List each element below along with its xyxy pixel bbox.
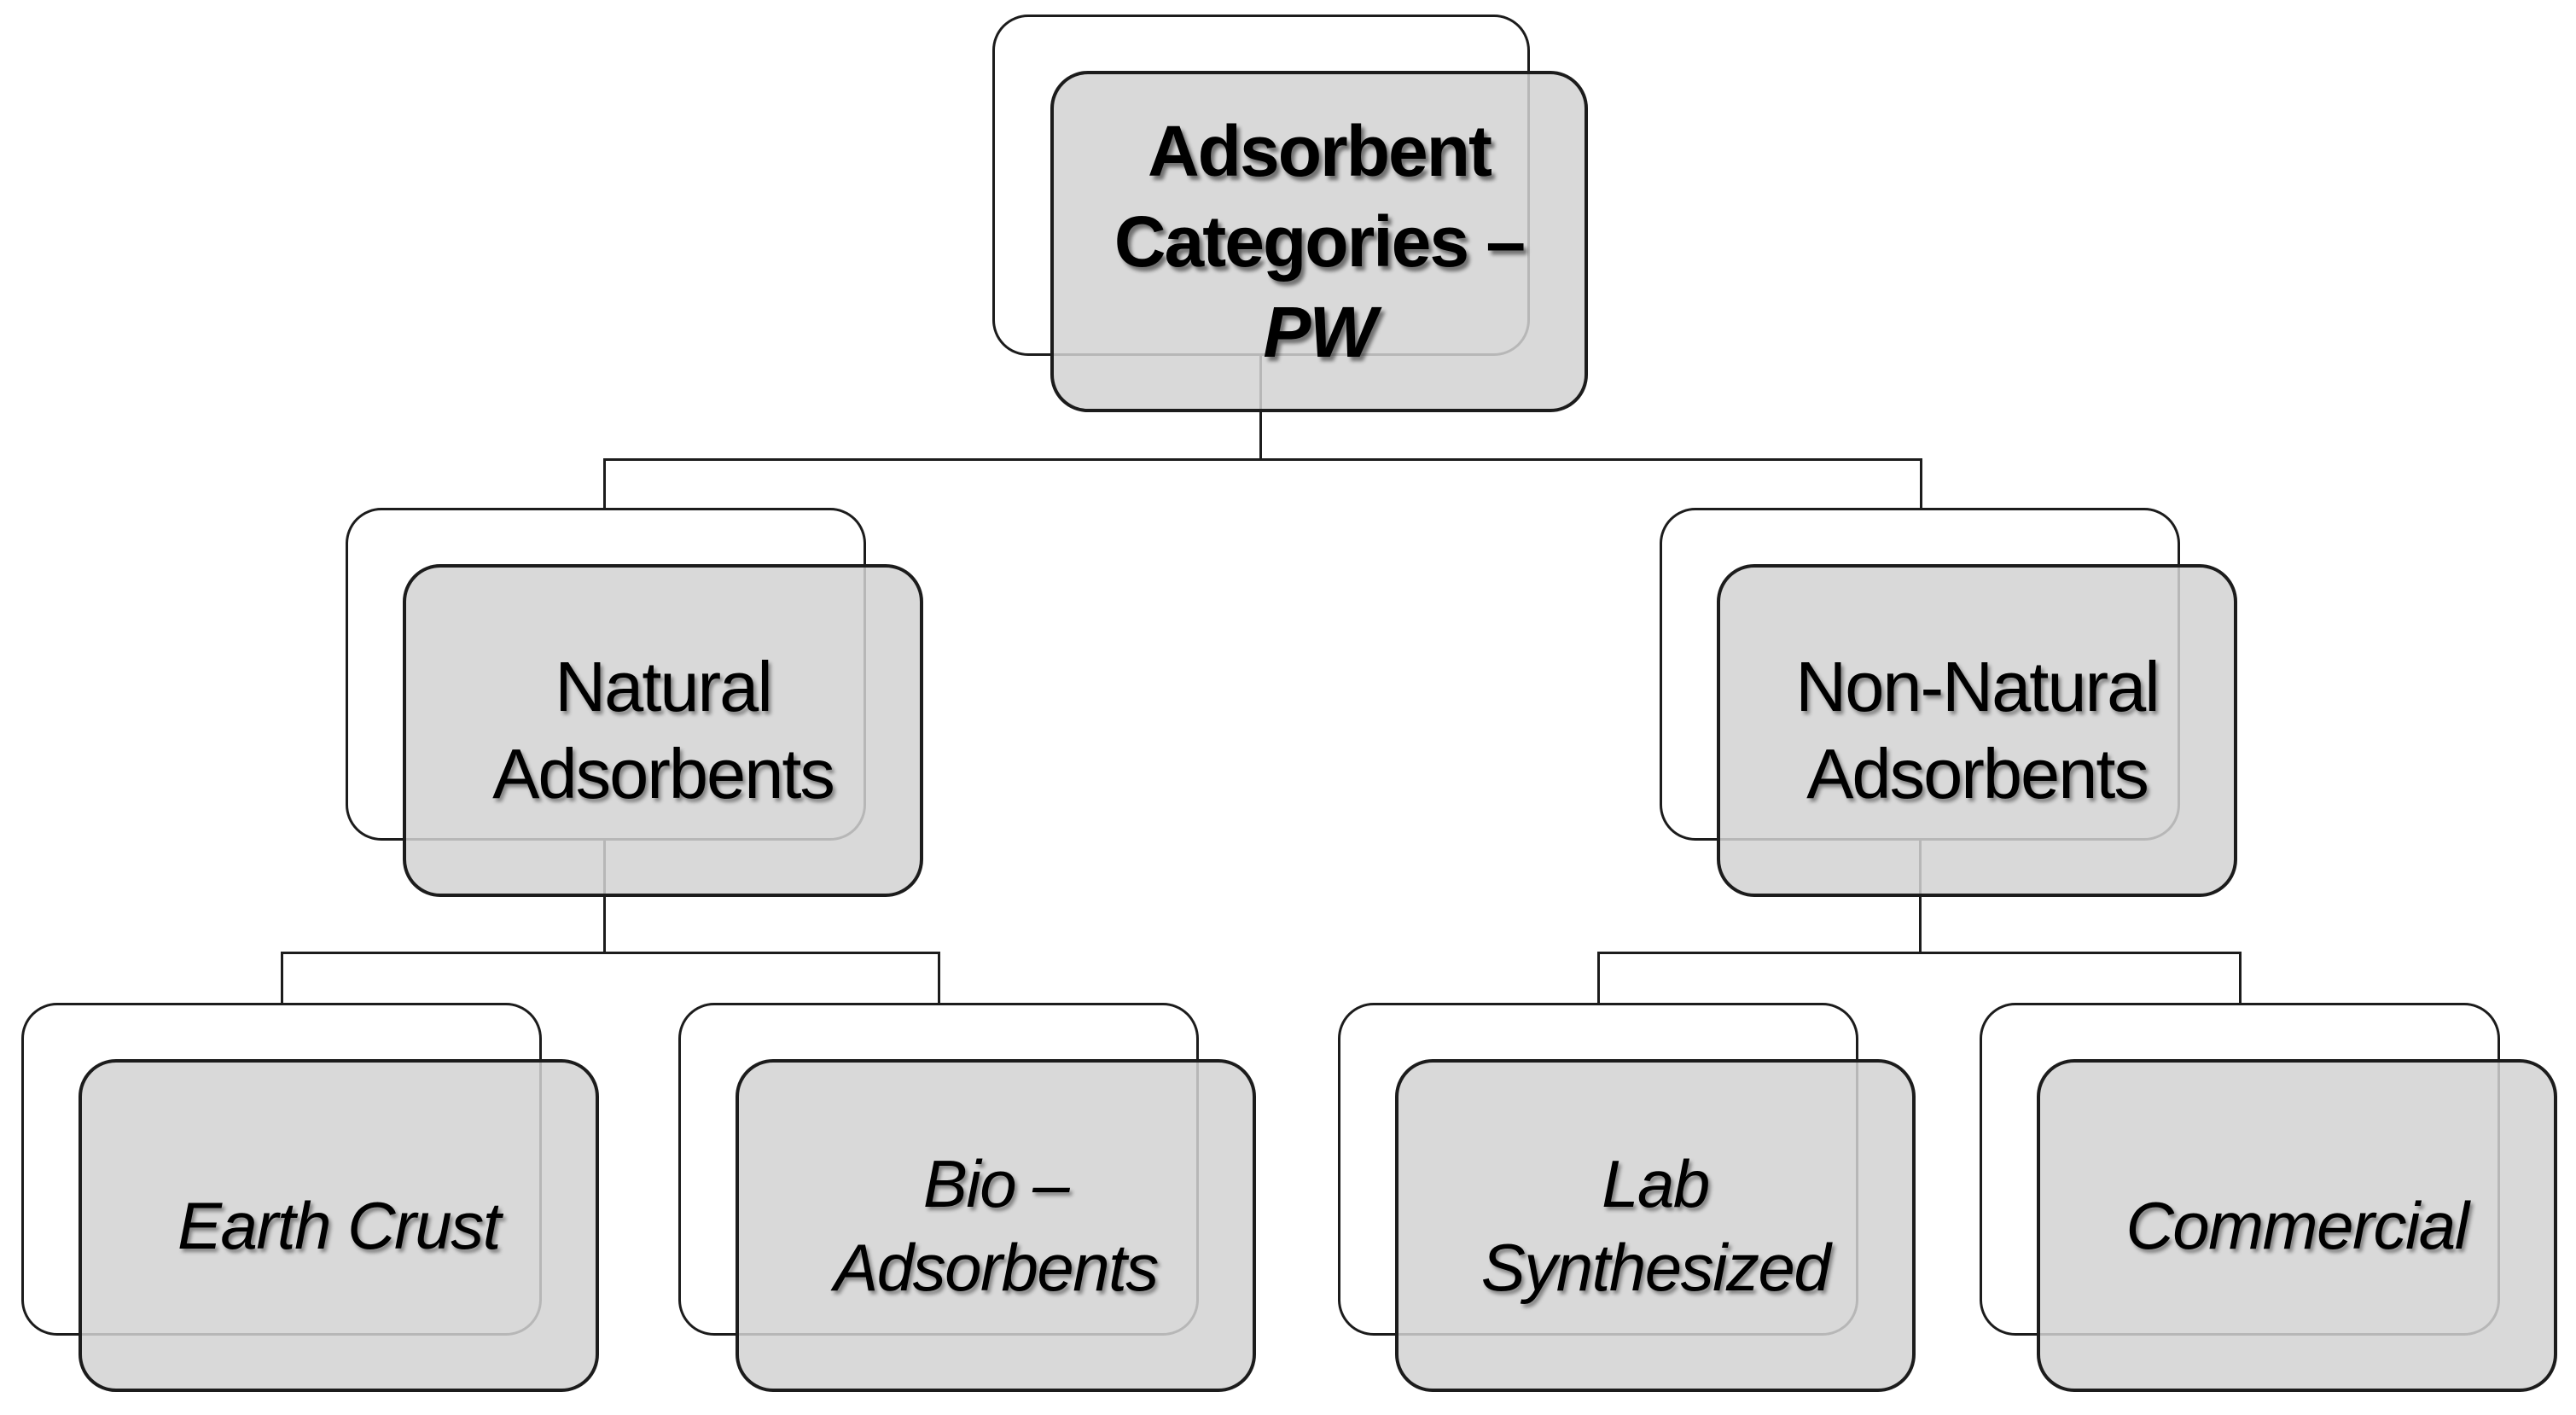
connector-nonnatural-bus [1597,952,2242,954]
node-bio-line1: Bio – [922,1146,1070,1221]
node-earth-crust: Earth Crust [79,1059,599,1392]
connector-natural-bus [281,952,940,954]
connector-drop-nonnatural [1920,458,1922,510]
node-bio-adsorbents: Bio – Adsorbents [736,1059,1256,1392]
connector-drop-bio [938,952,940,1005]
node-bio-adsorbents-label: Bio – Adsorbents [834,1142,1159,1309]
node-nonnatural-adsorbents: Non-Natural Adsorbents [1717,564,2237,897]
node-lab-synthesized: Lab Synthesized [1395,1059,1916,1392]
node-bio-line2: Adsorbents [834,1230,1159,1305]
node-commercial-label: Commercial [2125,1184,2469,1267]
connector-drop-earth-crust [281,952,283,1005]
node-commercial: Commercial [2037,1059,2557,1392]
node-root: Adsorbent Categories – PW [1050,71,1588,412]
connector-drop-natural [603,458,606,510]
node-root-label: Adsorbent Categories – PW [1114,106,1526,377]
node-commercial-line1: Commercial [2125,1188,2469,1263]
connector-level1-bus [603,458,1922,461]
node-root-line2: Categories – [1114,201,1526,282]
node-natural-line2: Adsorbents [492,734,835,813]
node-nonnatural-label: Non-Natural Adsorbents [1795,643,2160,818]
connector-drop-commercial [2239,952,2242,1005]
node-nonnatural-line1: Non-Natural [1795,647,2160,726]
node-root-line1: Adsorbent [1148,111,1492,191]
node-natural-adsorbents: Natural Adsorbents [403,564,923,897]
node-natural-label: Natural Adsorbents [492,643,835,818]
node-earth-crust-label: Earth Crust [177,1184,501,1267]
node-natural-line1: Natural [555,647,773,726]
node-nonnatural-line2: Adsorbents [1806,734,2149,813]
node-lab-line2: Synthesized [1480,1230,1831,1305]
node-root-line3: PW [1263,292,1376,372]
connector-drop-lab [1597,952,1600,1005]
node-earth-crust-line1: Earth Crust [177,1188,501,1263]
node-lab-synthesized-label: Lab Synthesized [1480,1142,1831,1309]
node-lab-line1: Lab [1602,1146,1710,1221]
